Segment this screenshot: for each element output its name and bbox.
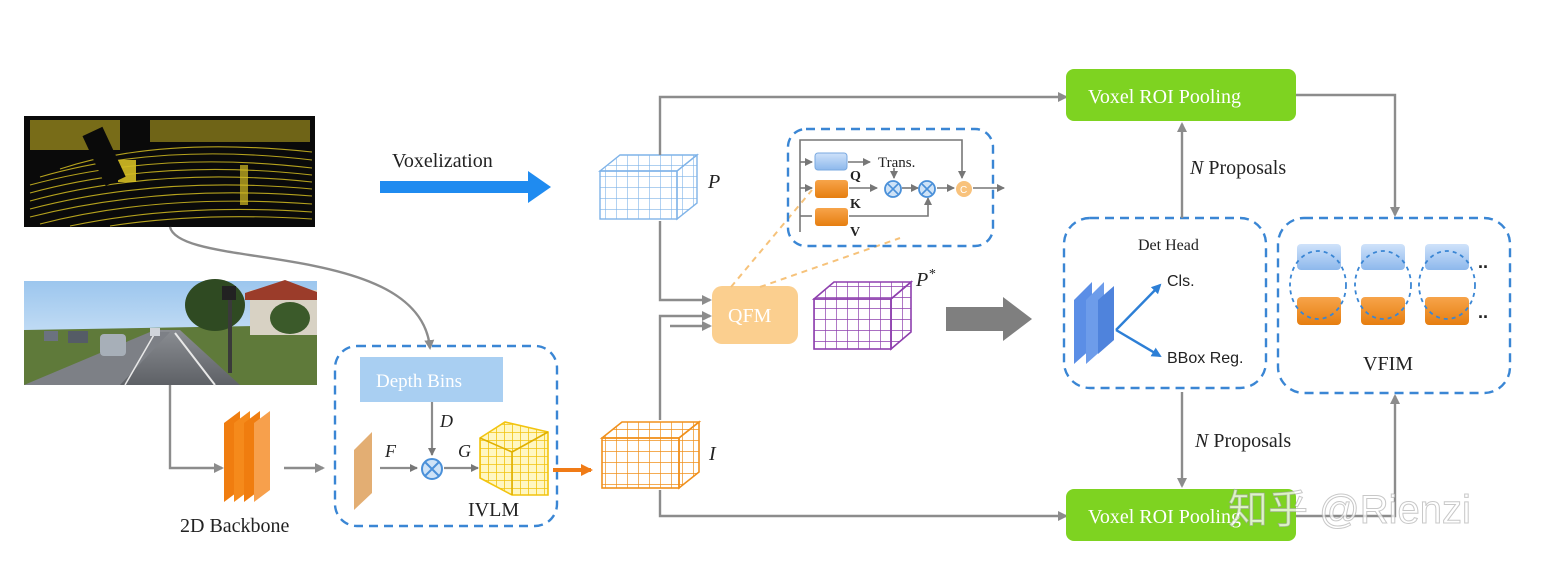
voxel-roi-pooling-bottom	[1066, 489, 1296, 541]
qfm-k-block	[815, 180, 848, 198]
vfim-loops	[1289, 250, 1476, 320]
voxelization-arrow	[380, 171, 551, 203]
multiply-v-icon	[918, 180, 936, 198]
vfim-blocks	[1297, 244, 1469, 325]
backbone-block-icon	[224, 411, 270, 502]
camera-image	[24, 279, 317, 386]
f-label: F	[384, 441, 397, 461]
depth-bins-box	[360, 357, 503, 402]
multiply-qk-icon	[884, 180, 902, 198]
trans-label: Trans.	[878, 155, 915, 171]
qfm-label: QFM	[728, 305, 772, 327]
voxel-grid-p-icon	[598, 153, 699, 221]
depth-bins-label: Depth Bins	[376, 371, 462, 392]
qfm-zoom-line-2	[759, 237, 901, 288]
qfm-box	[712, 286, 798, 344]
p-to-qfm-arrow	[658, 221, 712, 305]
i-label: I	[708, 443, 717, 465]
frustum-g-icon	[479, 421, 549, 496]
i-to-roi-bottom-arrow	[658, 490, 1068, 521]
pstar-label: P*	[915, 267, 935, 291]
qfm-detail-lines	[799, 139, 1005, 232]
q-label: Q	[850, 169, 861, 184]
lidar-image	[24, 116, 315, 227]
p-to-roi-top-arrow	[658, 92, 1068, 155]
lidar-to-depth-bins-arrow	[168, 226, 435, 350]
qfm-detail-box	[786, 127, 995, 248]
vfim-dots-top: ..	[1478, 252, 1488, 272]
backbone-label: 2D Backbone	[180, 515, 290, 537]
qfm-trans-block	[814, 152, 848, 171]
i-to-qfm-arrow	[658, 311, 712, 420]
vfim-dots-bottom: ..	[1478, 302, 1488, 322]
vfim-box	[1276, 216, 1512, 395]
roi-top-label: Voxel ROI Pooling	[1088, 86, 1241, 108]
big-gray-arrow	[946, 297, 1032, 341]
to-bbox-arrow	[1115, 328, 1162, 358]
roi-bottom-to-vfim-arrow	[1296, 394, 1400, 518]
g-label: G	[458, 441, 471, 461]
voxelization-label: Voxelization	[392, 150, 493, 172]
voxel-grid-i-icon	[599, 420, 702, 490]
multiply-ivlm-icon	[421, 458, 443, 480]
concat-c-icon	[956, 181, 972, 197]
voxel-roi-pooling-top	[1066, 69, 1296, 121]
feature-f-icon	[354, 432, 372, 510]
roi-top-to-vfim-arrow	[1296, 93, 1400, 217]
p-label: P	[707, 171, 720, 193]
c-label: C	[960, 185, 967, 196]
det-head-box	[1062, 216, 1268, 390]
ivlm-label: IVLM	[468, 499, 519, 521]
qfm-v-block	[815, 208, 848, 226]
camera-to-backbone-arrow	[168, 385, 224, 473]
cls-label: Cls.	[1167, 273, 1195, 290]
det-head-label: Det Head	[1138, 237, 1199, 254]
k-label: K	[850, 197, 861, 212]
to-cls-arrow	[1115, 283, 1162, 331]
d-label: D	[439, 411, 453, 431]
watermark-text: 知乎 @Rienzi	[1228, 488, 1471, 532]
ivlm-module-box	[333, 344, 559, 528]
det-head-block-icon	[1074, 282, 1114, 364]
v-label: V	[850, 225, 860, 240]
roi-bottom-label: Voxel ROI Pooling	[1088, 506, 1241, 528]
bbox-label: BBox Reg.	[1167, 350, 1243, 367]
voxel-grid-pstar-icon	[811, 280, 914, 351]
vfim-label: VFIM	[1363, 353, 1413, 375]
